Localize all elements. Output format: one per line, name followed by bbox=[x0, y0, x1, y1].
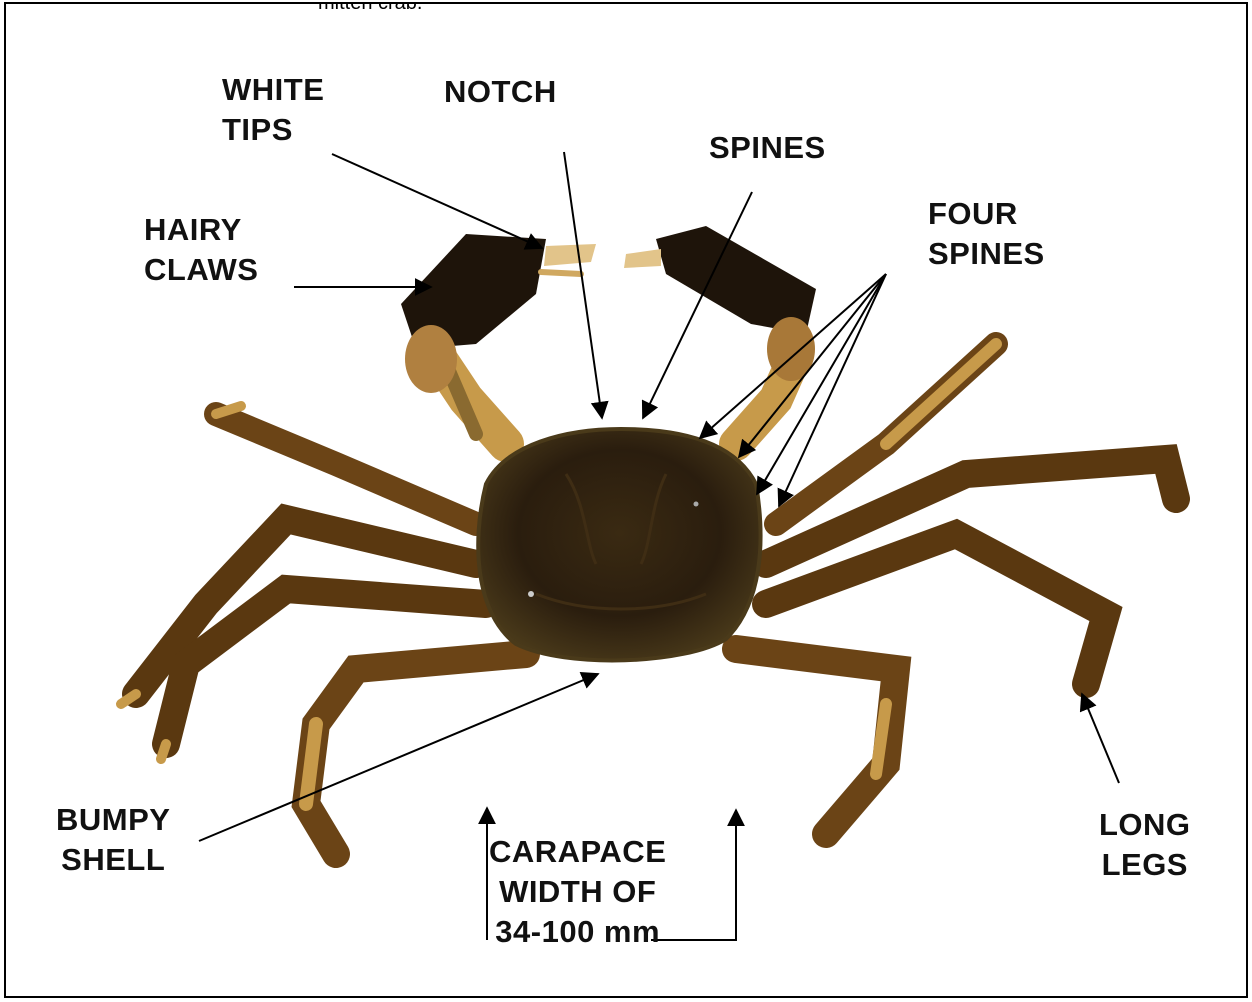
label-line: WIDTH OF bbox=[489, 872, 666, 912]
label-line: LONG bbox=[1099, 805, 1191, 845]
label-line: SPINES bbox=[709, 128, 826, 168]
arrow-bumpy-shell bbox=[199, 674, 598, 841]
carapace bbox=[478, 429, 760, 660]
diagram-frame: mitten crab. bbox=[4, 2, 1248, 998]
label-line: TIPS bbox=[222, 110, 324, 150]
label-line: HAIRY bbox=[144, 210, 258, 250]
right-claw bbox=[624, 226, 816, 381]
left-leg-1 bbox=[216, 406, 476, 524]
left-claw bbox=[401, 234, 596, 393]
label-white-tips: WHITE TIPS bbox=[222, 70, 324, 150]
label-line: BUMPY bbox=[56, 800, 170, 840]
arrow-white-tips bbox=[332, 154, 542, 248]
label-hairy-claws: HAIRY CLAWS bbox=[144, 210, 258, 290]
label-long-legs: LONG LEGS bbox=[1099, 805, 1191, 885]
label-line: SHELL bbox=[56, 840, 170, 880]
label-line: 34-100 mm bbox=[489, 912, 666, 952]
label-line: FOUR bbox=[928, 194, 1045, 234]
arrow-long-legs bbox=[1082, 694, 1119, 783]
label-spines: SPINES bbox=[709, 128, 826, 168]
label-line: NOTCH bbox=[444, 72, 557, 112]
label-notch: NOTCH bbox=[444, 72, 557, 112]
label-line: LEGS bbox=[1099, 845, 1191, 885]
label-line: SPINES bbox=[928, 234, 1045, 274]
label-line: CARAPACE bbox=[489, 832, 666, 872]
left-leg-4 bbox=[306, 654, 526, 854]
label-carapace-width: CARAPACE WIDTH OF 34-100 mm bbox=[489, 832, 666, 952]
label-line: CLAWS bbox=[144, 250, 258, 290]
right-leg-4 bbox=[736, 649, 896, 834]
label-line: WHITE bbox=[222, 70, 324, 110]
label-four-spines: FOUR SPINES bbox=[928, 194, 1045, 274]
arrow-notch bbox=[564, 152, 602, 418]
label-bumpy-shell: BUMPY SHELL bbox=[56, 800, 170, 880]
